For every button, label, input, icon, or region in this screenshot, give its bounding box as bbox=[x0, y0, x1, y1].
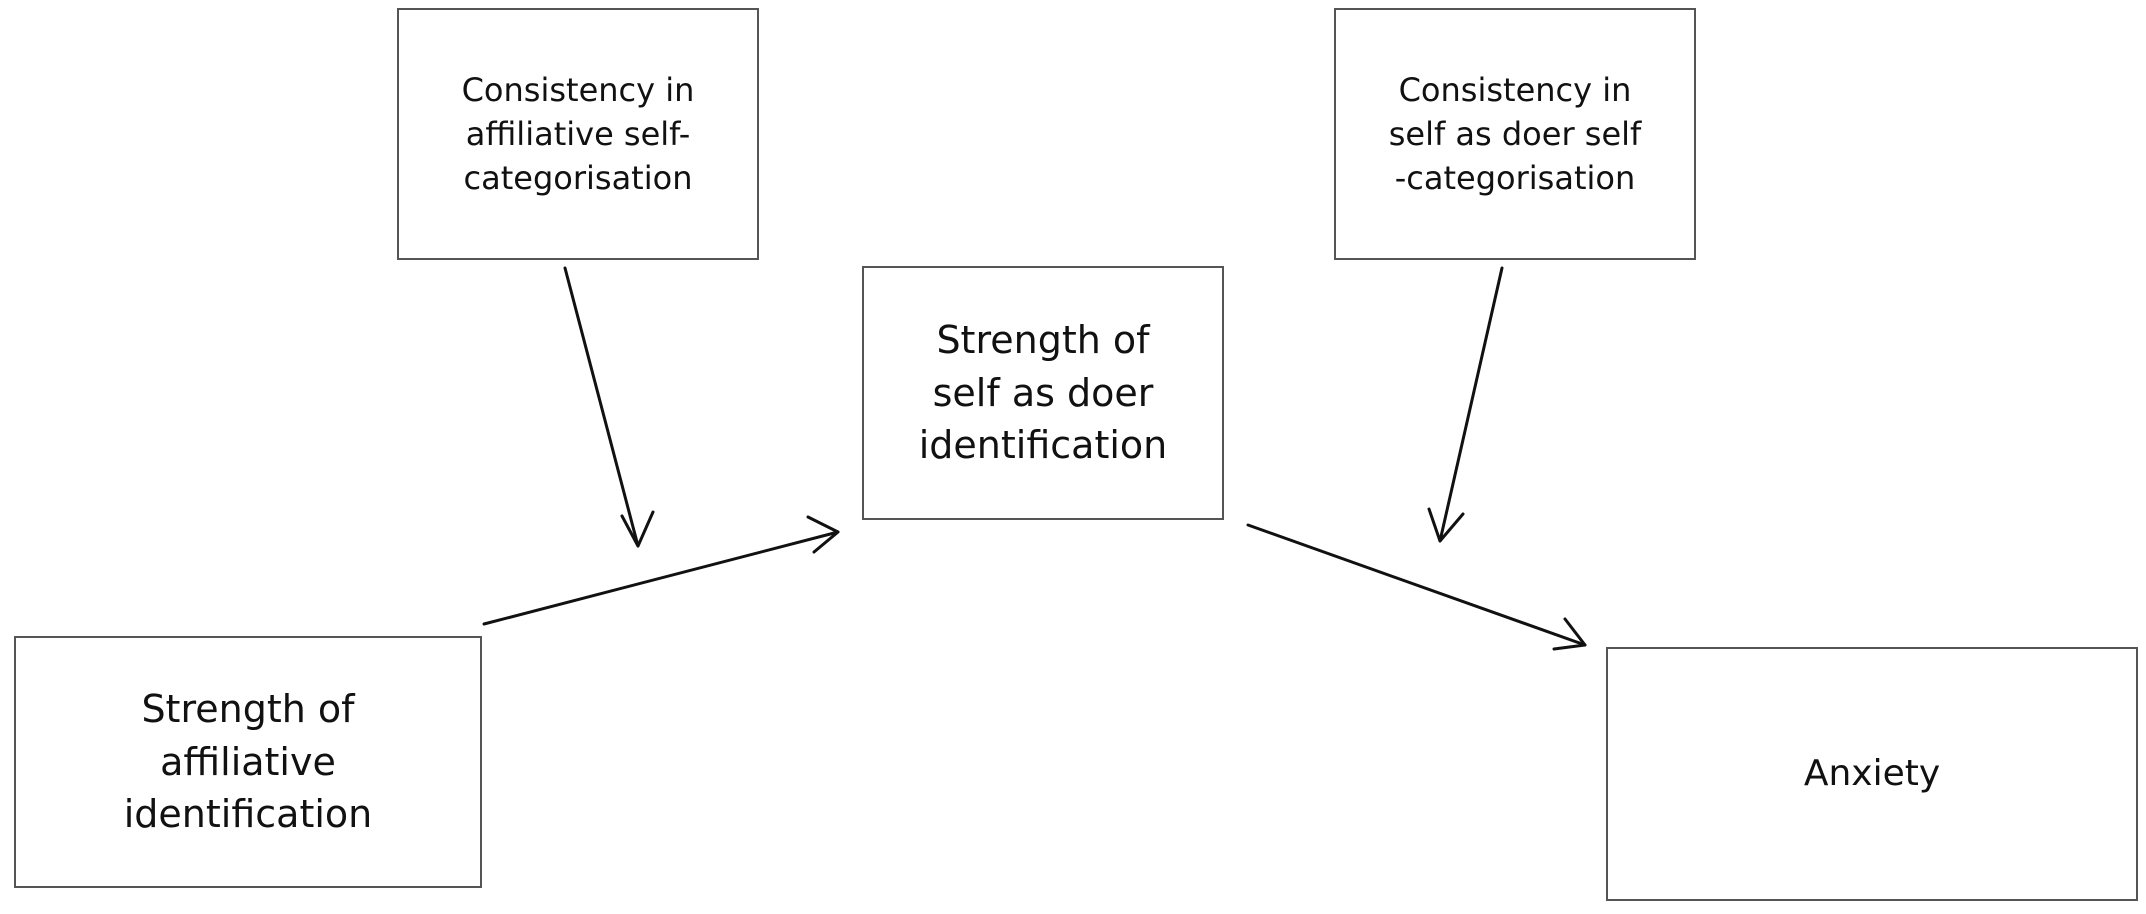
outcome-label: Anxiety bbox=[1804, 749, 1940, 799]
label-line: -categorisation bbox=[1394, 159, 1636, 198]
label-line: affiliative self- bbox=[465, 114, 691, 153]
mediator-label: Strength of self as doer identification bbox=[919, 314, 1168, 471]
label-line: self as doer bbox=[932, 370, 1154, 415]
label-line: Strength of bbox=[936, 318, 1150, 363]
label-line: Strength of bbox=[141, 687, 355, 732]
moderator-affiliative-label: Consistency in affiliative self- categor… bbox=[462, 68, 695, 200]
moderator-doer-label: Consistency in self as doer self -catego… bbox=[1389, 68, 1642, 200]
arrow-mediator-to-outcome bbox=[1246, 523, 1587, 651]
label-line: Consistency in bbox=[1398, 70, 1632, 109]
moderator-affiliative-box: Consistency in affiliative self- categor… bbox=[397, 8, 759, 260]
predictor-box: Strength of affiliative identification bbox=[14, 636, 482, 888]
outcome-box: Anxiety bbox=[1606, 647, 2138, 901]
arrow-moderator-affiliative bbox=[563, 266, 655, 548]
label-line: categorisation bbox=[463, 159, 693, 198]
predictor-label: Strength of affiliative identification bbox=[124, 683, 373, 840]
label-line: Consistency in bbox=[461, 70, 695, 109]
label-line: self as doer self bbox=[1388, 114, 1642, 153]
arrow-moderator-doer bbox=[1427, 266, 1504, 543]
moderator-doer-box: Consistency in self as doer self -catego… bbox=[1334, 8, 1696, 260]
arrow-predictor-to-mediator bbox=[482, 515, 840, 626]
label-line: identification bbox=[123, 792, 373, 837]
label-line: affiliative bbox=[160, 739, 336, 784]
label-line: Anxiety bbox=[1803, 753, 1941, 795]
mediator-box: Strength of self as doer identification bbox=[862, 266, 1224, 520]
label-line: identification bbox=[918, 423, 1168, 468]
